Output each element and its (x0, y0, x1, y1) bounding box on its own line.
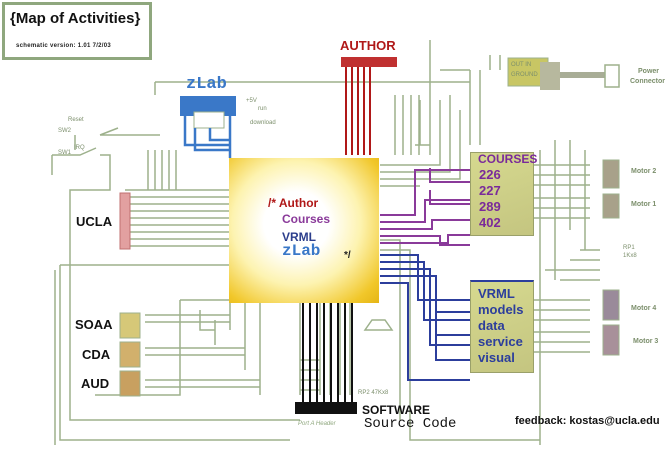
main-chip-close-comment: */ (344, 250, 351, 261)
main-chip-author[interactable]: /* Author (268, 196, 319, 210)
motor-1-label[interactable]: Motor 1 (631, 201, 657, 208)
rp2-label: RP2 47Kx8 (358, 390, 389, 396)
soaa-connector (119, 312, 141, 339)
version-label: schematic version: 1.01 7/2/03 (16, 43, 112, 49)
rp1-value-label: 1Kx8 (623, 253, 637, 259)
plus5v-label: +5V (246, 98, 257, 104)
vrml-item[interactable]: models (478, 302, 524, 317)
sw2-label: SW2 (58, 128, 72, 134)
motor-4-connector (602, 289, 620, 321)
source-code-label[interactable]: Source Code (364, 416, 457, 432)
vrml-item[interactable]: service (478, 334, 523, 349)
main-chip (229, 158, 379, 303)
courses-chip (470, 152, 534, 236)
reset-switch (74, 127, 160, 150)
motor-3-label[interactable]: Motor 3 (633, 338, 659, 345)
vrml-chip (470, 280, 534, 373)
aud-label[interactable]: AUD (81, 376, 110, 391)
power-connector (604, 64, 620, 88)
run-label: run (258, 106, 267, 112)
soaa-label[interactable]: SOAA (75, 317, 113, 332)
motor-1-connector (602, 193, 620, 219)
motor-2-connector (602, 159, 620, 189)
course-item[interactable]: 402 (479, 215, 501, 230)
page-title: {Map of Activities} (10, 10, 141, 27)
connector-label: Connector (630, 78, 665, 85)
speaker-icon (363, 319, 394, 331)
main-chip-zlab[interactable]: zLab (282, 242, 321, 260)
zlab-block (180, 96, 236, 116)
software-header (295, 402, 357, 414)
motor-3-connector (602, 324, 620, 356)
power-label: Power (638, 68, 660, 75)
course-item[interactable]: 227 (479, 183, 501, 198)
motor-4-label[interactable]: Motor 4 (631, 305, 657, 312)
vrml-item[interactable]: data (478, 318, 505, 333)
sw1-label: SW1 (58, 150, 72, 156)
ucla-header (119, 192, 131, 250)
course-item[interactable]: 289 (479, 199, 501, 214)
rp1-label: RP1 (623, 245, 635, 251)
main-chip-courses[interactable]: Courses (282, 212, 331, 226)
author-header (341, 57, 397, 67)
software-label[interactable]: SOFTWARE (362, 403, 430, 417)
cda-label[interactable]: CDA (82, 347, 111, 362)
cda-connector (119, 341, 141, 368)
aud-connector (119, 370, 141, 397)
download-label: download (250, 120, 276, 126)
course-item[interactable]: 226 (479, 167, 501, 182)
port-header-label: Port A Header (298, 421, 336, 427)
reset-label: Reset (68, 117, 84, 123)
main-chip-vrml[interactable]: VRML (282, 230, 316, 244)
title-box (2, 2, 152, 60)
irq-label: IRQ (74, 145, 85, 151)
vrml-item[interactable]: visual (478, 350, 515, 365)
feedback-link[interactable]: feedback: kostas@ucla.edu (515, 415, 660, 427)
regulator-ground-label: GROUND (511, 72, 538, 78)
author-label[interactable]: AUTHOR (340, 38, 396, 53)
vrml-item[interactable]: VRML (478, 286, 515, 301)
courses-title[interactable]: COURSES (478, 152, 538, 166)
motor-2-label[interactable]: Motor 2 (631, 168, 657, 175)
zlab-label[interactable]: zLab (186, 75, 227, 94)
ucla-label[interactable]: UCLA (76, 214, 113, 229)
regulator-label: OUT IN (511, 62, 532, 68)
